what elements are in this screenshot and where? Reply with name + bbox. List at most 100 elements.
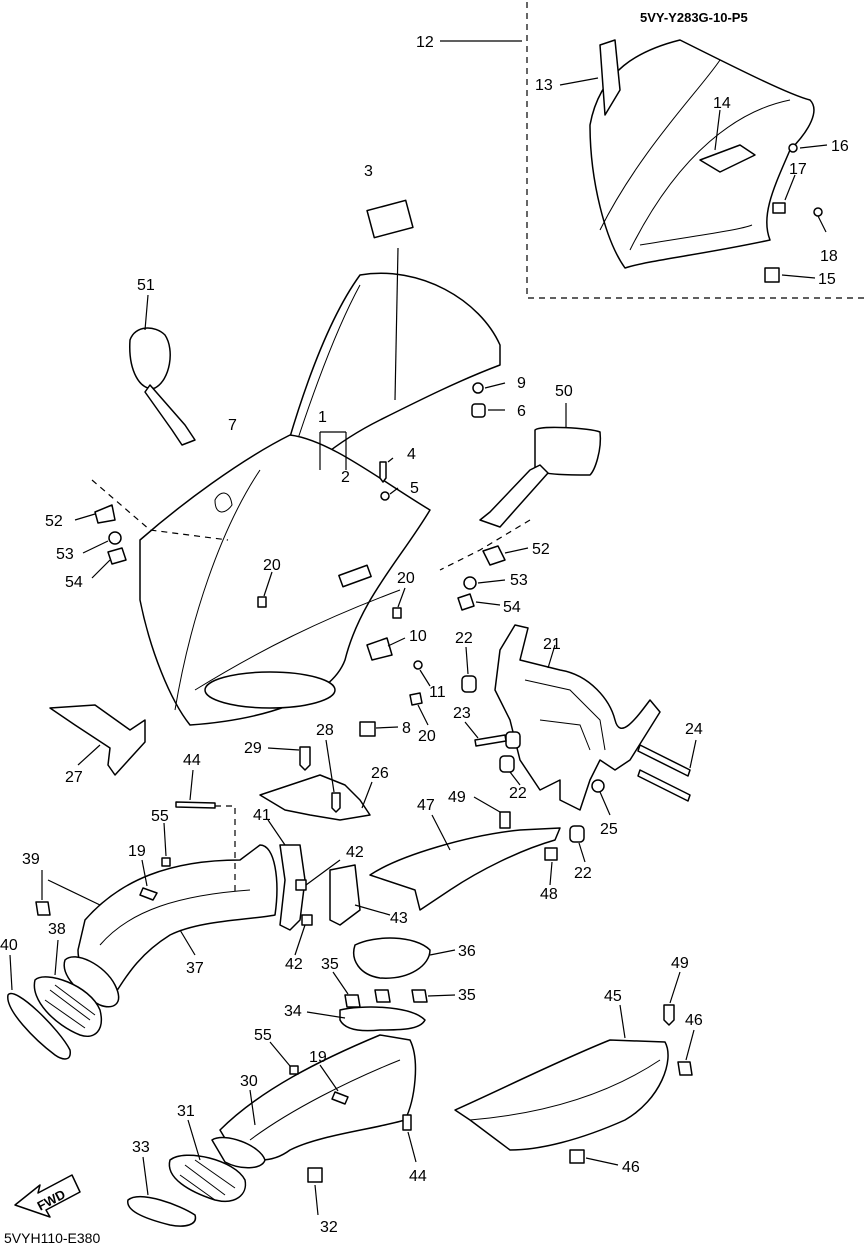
bolt-44-b [402,1114,412,1131]
center-cover-body [369,827,561,911]
washer-9 [472,382,484,394]
callout-6: 6 [517,403,526,420]
callout-20-a: 20 [263,557,281,574]
clip-35-c [411,989,428,1003]
callout-52-b: 52 [532,541,550,558]
callout-13: 13 [535,77,553,94]
callout-29: 29 [244,740,262,757]
mirror-hardware [74,479,531,611]
intake-seal-36 [353,937,431,979]
callout-10: 10 [409,628,427,645]
callout-55-a: 55 [151,808,169,825]
callout-19-a: 19 [128,843,146,860]
callout-39: 39 [22,851,40,868]
nut-46-a [677,1061,693,1076]
collar-53-right [463,576,477,590]
callout-46-b: 46 [622,1159,640,1176]
callout-25: 25 [600,821,618,838]
upper-cowling-7 [139,434,431,726]
cowling-slot [338,564,372,588]
stay-hardware [461,646,697,863]
screen-38 [33,976,102,1037]
clip-42-a [295,879,307,891]
kit-inset-box: 5VY-Y283G-10-P5 [440,2,866,299]
grommet-16 [788,143,798,153]
air-duct-lower [127,971,456,1227]
screw-4 [379,461,387,483]
callout-35-b: 35 [458,987,476,1004]
clip-49-b [663,1004,675,1026]
callout-47: 47 [417,797,435,814]
callout-34: 34 [284,1003,302,1020]
nut-54-right [457,593,475,611]
nut-39 [35,901,51,916]
callout-38: 38 [48,921,66,938]
clip-10 [366,637,393,661]
screw-20-a [257,596,267,608]
upper-cowling-assembly [139,199,501,726]
callout-53-a: 53 [56,546,74,563]
callout-48: 48 [540,886,558,903]
caution-label-3 [366,199,414,239]
bolt-24-a [637,744,691,777]
callout-8: 8 [402,720,411,737]
damper-52-left [94,504,116,524]
bolt-44-a [175,801,216,809]
washer-5 [380,491,390,501]
center-cover-47 [369,796,561,911]
callout-43: 43 [390,910,408,927]
nut-46-b [569,1149,585,1164]
callout-49-b: 49 [671,955,689,972]
duct-brackets [267,819,391,956]
headlight-opening [204,671,336,709]
mirror-glass-left [129,327,171,390]
screen-31 [168,1154,247,1202]
side-panel-45 [454,971,695,1166]
callout-15: 15 [818,271,836,288]
screw-18 [813,207,823,217]
callout-37: 37 [186,960,204,977]
callout-12: 12 [416,34,434,51]
inner-panel-27 [49,704,146,776]
callout-labels: 1 2 3 4 5 6 7 8 9 10 11 12 13 14 15 16 1… [0,34,849,1236]
mirror-stem-left [144,384,196,446]
callout-30: 30 [240,1073,258,1090]
grommet-11 [413,660,423,670]
bolt-24-b [637,769,691,802]
callout-18: 18 [820,248,838,265]
bolt-23 [474,734,507,747]
screw-20-b [392,607,402,619]
cowling-stay-21 [494,624,661,811]
clip-35-b [374,989,391,1003]
air-duct-upper [7,769,278,1060]
bracket-41 [279,844,306,931]
callout-42-a: 42 [346,844,364,861]
callout-50: 50 [555,383,573,400]
callout-24: 24 [685,721,703,738]
callout-20-c: 20 [418,728,436,745]
nut-54-left [107,547,127,565]
figure-code: 5VYH110-E380 [4,1230,100,1245]
callout-46-a: 46 [685,1012,703,1029]
screw-28 [331,792,341,813]
callout-54-b: 54 [503,599,521,616]
callout-23: 23 [453,705,471,722]
inset-cowling [589,39,815,269]
nut-17 [772,202,786,214]
callout-33: 33 [132,1139,150,1156]
callout-28: 28 [316,722,334,739]
nut-55-b [289,1065,299,1075]
callout-20-b: 20 [397,570,415,587]
air-duct-30 [219,1034,417,1161]
callout-5: 5 [410,480,419,497]
screw-29 [299,746,311,771]
callout-44-a: 44 [183,752,201,769]
nut-55-a [161,857,171,867]
callout-26: 26 [371,765,389,782]
damper-22-b [505,731,521,749]
duct-inlet-lower [211,1136,266,1169]
callout-22-c: 22 [574,865,592,882]
seal-34 [339,1006,426,1032]
seal-40 [7,992,71,1060]
damper-52-right [482,545,506,566]
